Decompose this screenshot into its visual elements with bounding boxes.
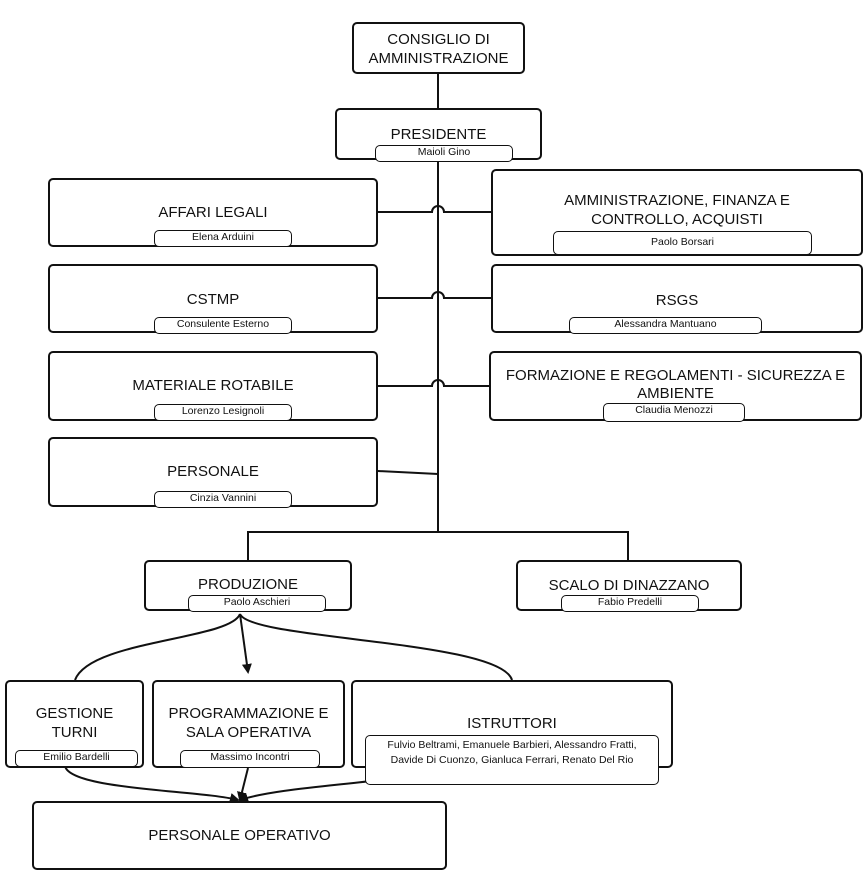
president-name: Maioli Gino	[375, 145, 513, 162]
istruttori-title: ISTRUTTORI	[467, 715, 557, 732]
affari-legali-box[interactable]: AFFARI LEGALI Elena Arduini	[48, 178, 378, 247]
board-title: CONSIGLIO DI AMMINISTRAZIONE	[368, 31, 509, 67]
board-box[interactable]: CONSIGLIO DI AMMINISTRAZIONE	[352, 22, 525, 74]
personale-operativo-box[interactable]: PERSONALE OPERATIVO	[32, 801, 447, 870]
production-fan-right-line	[239, 613, 513, 681]
programmazione-name: Massimo Incontri	[180, 750, 320, 768]
gestione-turni-name: Emilio Bardelli	[15, 750, 138, 767]
president-box[interactable]: PRESIDENTE Maioli Gino	[335, 108, 542, 162]
personale-operativo-title: PERSONALE OPERATIVO	[148, 827, 331, 844]
branch-personale-line	[377, 470, 439, 475]
rsgs-title: RSGS	[655, 292, 699, 309]
programmazione-title: PROGRAMMAZIONE E SALA OPERATIVA	[168, 705, 329, 741]
personale-name: Cinzia Vannini	[154, 491, 292, 508]
scalo-box[interactable]: SCALO DI DINAZZANO Fabio Predelli	[516, 560, 742, 612]
istruttori-names: Fulvio Beltrami, Emanuele Barbieri, Ales…	[365, 735, 659, 785]
branch-materiale-line	[378, 379, 489, 387]
branch-cstmp-line	[378, 291, 491, 299]
personale-box[interactable]: PERSONALE Cinzia Vannini	[48, 437, 378, 508]
formazione-name: Claudia Menozzi	[603, 403, 745, 422]
gestione-turni-title: GESTIONE TURNI	[35, 705, 114, 741]
affari-legali-name: Elena Arduini	[154, 230, 292, 247]
istruttori-to-operativo-line	[238, 779, 381, 803]
production-arrow-line	[239, 613, 252, 674]
gestione-to-operativo-line	[64, 765, 240, 803]
amministrazione-name: Paolo Borsari	[553, 231, 812, 255]
programmazione-to-operativo-line	[237, 767, 249, 802]
scalo-name: Fabio Predelli	[561, 595, 699, 612]
rsgs-box[interactable]: RSGS Alessandra Mantuano	[491, 264, 863, 334]
formazione-box[interactable]: FORMAZIONE E REGOLAMENTI - SICUREZZA E A…	[489, 351, 862, 422]
cstmp-title: CSTMP	[186, 291, 240, 308]
produzione-box[interactable]: PRODUZIONE Paolo Aschieri	[144, 560, 352, 612]
rsgs-name: Alessandra Mantuano	[569, 317, 762, 334]
produzione-name: Paolo Aschieri	[188, 595, 326, 612]
gestione-turni-box[interactable]: GESTIONE TURNI Emilio Bardelli	[5, 680, 144, 768]
materiale-rotabile-title: MATERIALE ROTABILE	[132, 377, 294, 394]
cstmp-box[interactable]: CSTMP Consulente Esterno	[48, 264, 378, 334]
formazione-title: FORMAZIONE E REGOLAMENTI - SICUREZZA E A…	[505, 367, 846, 402]
split-line	[247, 531, 629, 560]
amministrazione-box[interactable]: AMMINISTRAZIONE, FINANZA E CONTROLLO, AC…	[491, 169, 863, 256]
production-fan-left-line	[74, 613, 241, 681]
branch-affari-legali-line	[378, 205, 491, 213]
materiale-rotabile-box[interactable]: MATERIALE ROTABILE Lorenzo Lesignoli	[48, 351, 378, 421]
personale-title: PERSONALE	[167, 463, 259, 480]
materiale-rotabile-name: Lorenzo Lesignoli	[154, 404, 292, 421]
president-title: PRESIDENTE	[390, 126, 487, 143]
istruttori-box[interactable]: ISTRUTTORI Fulvio Beltrami, Emanuele Bar…	[351, 680, 673, 785]
amministrazione-title: AMMINISTRAZIONE, FINANZA E CONTROLLO, AC…	[564, 192, 790, 228]
programmazione-box[interactable]: PROGRAMMAZIONE E SALA OPERATIVA Massimo …	[152, 680, 345, 768]
produzione-title: PRODUZIONE	[197, 576, 298, 593]
scalo-title: SCALO DI DINAZZANO	[548, 577, 710, 594]
affari-legali-title: AFFARI LEGALI	[158, 204, 268, 221]
cstmp-name: Consulente Esterno	[154, 317, 292, 334]
